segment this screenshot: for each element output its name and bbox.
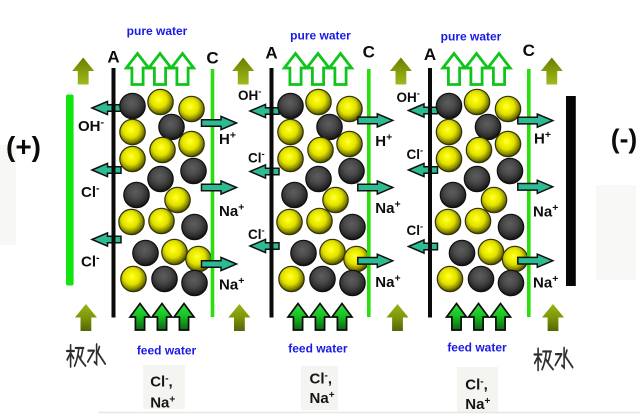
svg-text:Cl-,: Cl-,	[310, 371, 333, 388]
svg-text:Cl-: Cl-	[81, 252, 100, 271]
svg-text:feed water: feed water	[137, 344, 197, 358]
svg-text:Na+: Na+	[150, 395, 175, 412]
svg-text:A: A	[107, 48, 119, 67]
svg-text:feed water: feed water	[447, 341, 507, 355]
svg-text:feed water: feed water	[288, 342, 348, 356]
svg-text:Na+: Na+	[375, 273, 400, 292]
svg-text:Cl-: Cl-	[407, 146, 424, 163]
svg-text:Cl-: Cl-	[407, 222, 424, 239]
svg-text:OH-: OH-	[397, 89, 420, 106]
svg-text:A: A	[424, 45, 436, 64]
svg-text:(-): (-)	[611, 124, 637, 154]
svg-text:Na+: Na+	[465, 396, 490, 413]
svg-text:pure water: pure water	[290, 29, 351, 43]
svg-text:OH-: OH-	[238, 87, 261, 104]
svg-text:Cl-: Cl-	[248, 226, 265, 243]
svg-text:Cl-,: Cl-,	[150, 374, 173, 391]
svg-text:OH-: OH-	[78, 117, 105, 136]
svg-text:Cl-,: Cl-,	[465, 377, 488, 394]
svg-text:C: C	[363, 43, 375, 62]
svg-text:Na+: Na+	[310, 390, 335, 407]
svg-text:(+): (+)	[6, 131, 41, 162]
svg-text:Na+: Na+	[533, 202, 558, 221]
svg-text:Cl-: Cl-	[81, 183, 100, 202]
svg-text:Cl-: Cl-	[248, 149, 265, 166]
svg-text:pure water: pure water	[441, 30, 502, 44]
svg-text:A: A	[265, 44, 277, 63]
svg-text:Na+: Na+	[219, 202, 244, 221]
svg-text:C: C	[206, 49, 218, 68]
svg-text:Na+: Na+	[219, 275, 244, 294]
svg-text:Na+: Na+	[533, 273, 558, 292]
svg-text:pure water: pure water	[127, 24, 188, 38]
svg-text:C: C	[523, 41, 535, 60]
svg-text:Na+: Na+	[375, 199, 400, 218]
